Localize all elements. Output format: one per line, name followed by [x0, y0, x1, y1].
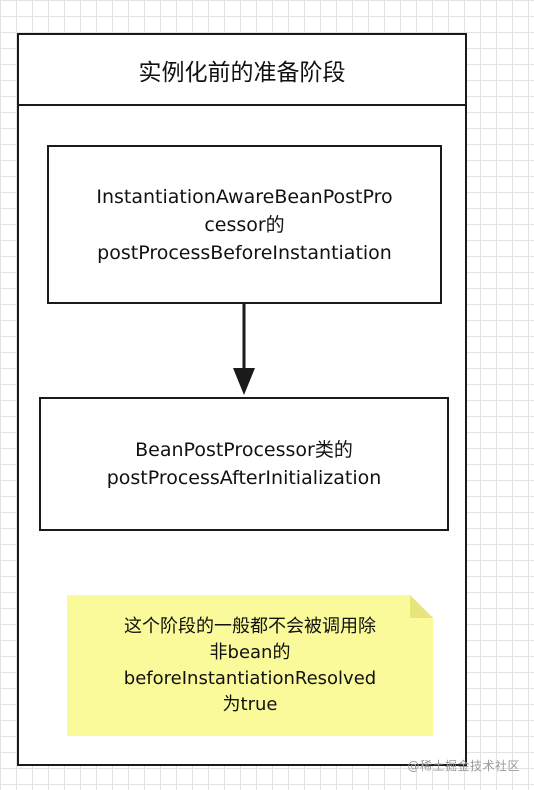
after-initialization-label: BeanPostProcessor类的 postProcessAfterInit… — [106, 439, 382, 489]
after-initialization-box: BeanPostProcessor类的 postProcessAfterInit… — [39, 397, 449, 531]
before-instantiation-box: InstantiationAwareBeanPostPro cessor的 po… — [47, 145, 442, 304]
stage-title: 实例化前的准备阶段 — [19, 35, 465, 106]
watermark: @稀土掘金技术社区 — [407, 759, 520, 773]
sticky-note: 这个阶段的一般都不会被调用除 非bean的 beforeInstantiatio… — [67, 595, 433, 736]
sticky-note-text: 这个阶段的一般都不会被调用除 非bean的 beforeInstantiatio… — [123, 615, 377, 715]
before-instantiation-label: InstantiationAwareBeanPostPro cessor的 po… — [96, 185, 393, 264]
